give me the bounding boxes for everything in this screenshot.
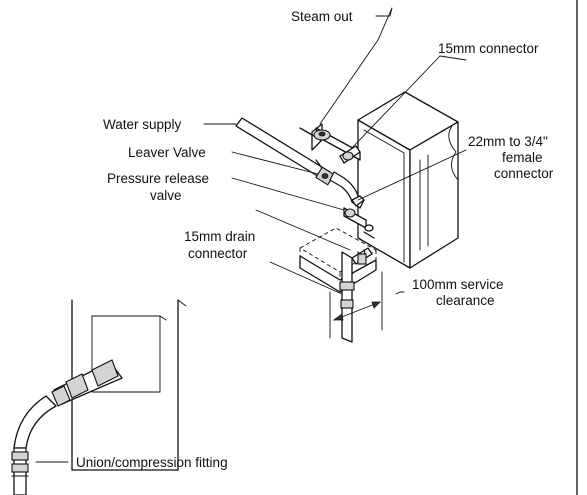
label-service-clearance-line2: clearance [436, 293, 495, 308]
steam-generator-unit [357, 91, 459, 269]
label-pressure-release-line1: Pressure release [107, 171, 209, 186]
drain-pipe [339, 247, 373, 343]
service-clearance-marking [329, 271, 383, 339]
label-female-connector-line2: female [502, 150, 543, 165]
label-leaver-valve: Leaver Valve [128, 145, 206, 160]
callout-labels: Steam out 15mm connector Water supply Le… [76, 9, 554, 470]
leader-lines [35, 7, 467, 463]
detail-unit-box [71, 299, 187, 471]
label-female-connector-line3: connector [494, 166, 554, 181]
label-union-compression-fitting: Union/compression fitting [76, 455, 228, 470]
label-drain-connector-line2: connector [188, 246, 248, 261]
label-service-clearance-line1: 100mm service [412, 277, 504, 292]
label-15mm-connector: 15mm connector [438, 41, 539, 56]
label-pressure-release-line2: valve [150, 188, 182, 203]
label-female-connector-line1: 22mm to 3/4" [468, 134, 548, 149]
female-connector-pipe [329, 171, 365, 209]
water-supply-pipe [235, 117, 331, 181]
label-water-supply: Water supply [103, 117, 182, 132]
label-drain-connector-line1: 15mm drain [184, 229, 255, 244]
pressure-release-valve [343, 207, 375, 239]
label-steam-out: Steam out [291, 9, 353, 24]
union-compression-fitting-pipe [11, 359, 123, 495]
